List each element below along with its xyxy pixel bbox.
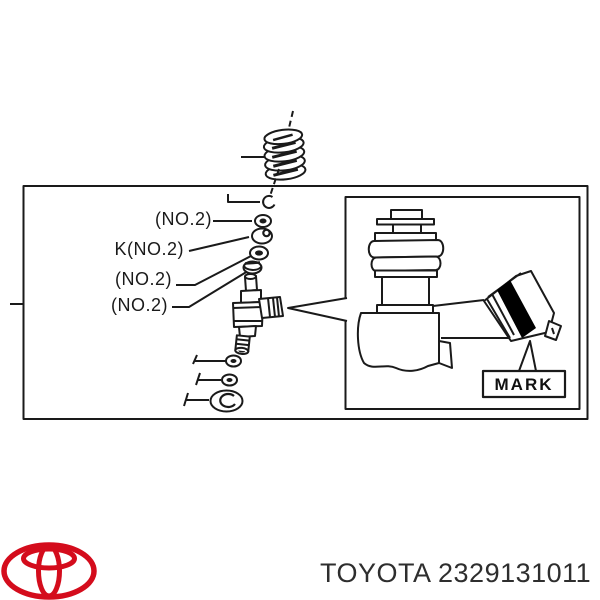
part-label-no2-3: (NO.2) xyxy=(115,269,172,289)
detail-inset-box xyxy=(287,196,581,410)
part-label-no2-2: K(NO.2) xyxy=(114,239,184,259)
toyota-logo-icon xyxy=(0,542,98,600)
mark-band xyxy=(497,280,536,338)
main-diagram-box xyxy=(10,185,589,420)
mark-callout xyxy=(481,340,567,399)
part-label-no2-1: (NO.2) xyxy=(155,209,212,229)
part-number-text: TOYOTA 2329131011 xyxy=(320,558,592,588)
callout-arrow xyxy=(287,297,348,322)
detail-connector xyxy=(483,270,562,342)
mark-label: MARK xyxy=(494,375,554,394)
mark-pointer-arrow xyxy=(518,340,537,372)
fuel-injector-illustration xyxy=(232,273,284,355)
mark-label-box xyxy=(481,369,567,399)
lower-seals-group xyxy=(183,354,244,413)
snap-ring xyxy=(227,194,276,209)
part-label-no2-4: (NO.2) xyxy=(111,295,168,315)
detail-injector-illustration xyxy=(356,209,512,372)
coil-spring-illustration xyxy=(241,110,307,200)
